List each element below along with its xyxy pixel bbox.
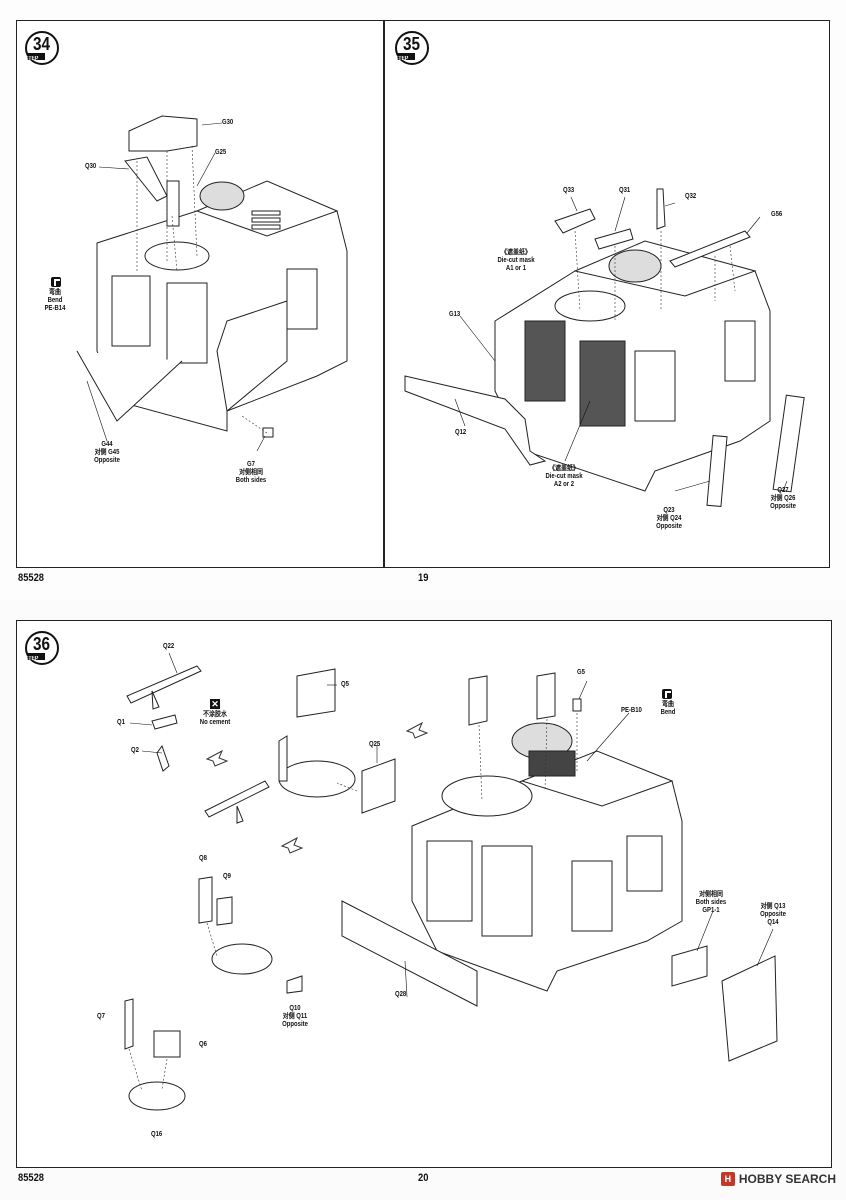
part-label-q27: Q27 [777,487,789,494]
hobby-search-watermark: H HOBBY SEARCH [720,1172,836,1186]
page-code: 85528 [18,1172,45,1184]
bend-en: Bend [47,297,63,304]
part-label-q7: Q7 [97,1013,105,1020]
instruction-page-19: 34 STEP [16,20,830,584]
mask2-cn: 《遮盖纸》 [549,465,579,472]
step-35-number: 35 [403,34,421,54]
mask-note-2: 《遮盖纸》 Die-cut mask A2 or 2 [539,465,588,489]
q13-note: 对侧 Q13 Opposite Q14 [754,903,791,927]
step-36-panel: 36 STEP [16,620,832,1168]
hobby-search-logo-icon: H [720,1172,735,1186]
instruction-page-20: 36 STEP [0,600,846,1200]
opposite-text: Opposite [94,457,120,464]
step-36-word: STEP [25,656,39,662]
part-label-q9: Q9 [223,873,231,880]
part-label-q25: Q25 [369,741,381,748]
part-label-g44: G44 [101,441,113,448]
gp1-note: 对侧相同 Both sides GP1-1 [692,891,729,915]
bend-cn: 弯曲 [662,701,674,708]
bend-icon [662,689,672,699]
part-label-q2: Q2 [131,747,139,754]
part-label-q8: Q8 [199,855,207,862]
mask2-code: A2 or 2 [553,481,575,488]
part-label-q11: 对侧 Q11 [282,1013,308,1020]
page-number: 19 [418,572,429,584]
opposite-text: Opposite [656,523,682,530]
part-label-q14: Q14 [767,919,779,926]
part-label-g30: G30 [222,119,234,126]
no-cement-cn: 不涂胶水 [203,711,227,718]
both-sides-cn: 对侧相同 [699,891,723,898]
part-label-q32: Q32 [685,193,697,200]
step-35-badge [395,31,429,65]
part-label-pe-b10: PE-B10 [621,707,642,714]
part-label-q22: Q22 [163,643,175,650]
step-34-word: STEP [25,56,39,62]
bend-en: Bend [660,709,676,716]
part-label-g13: G13 [449,311,461,318]
step-34-assembly-drawing [76,115,348,452]
part-label-pe-b14: PE-B14 [44,305,66,312]
mask2-en: Die-cut mask [545,473,583,480]
part-label-g56: G56 [771,211,783,218]
part-label-g5: G5 [577,669,585,676]
step-36-badge [25,631,59,665]
part-label-q30: Q30 [85,163,97,170]
opposite-text: Opposite [282,1021,308,1028]
q10-note: Q10 对侧 Q11 Opposite [278,1005,312,1029]
step-35-assembly-drawing [404,188,805,508]
part-label-gp1-1: GP1-1 [702,907,720,914]
step-36-number: 36 [33,634,51,654]
part-label-q26: 对侧 Q26 [770,495,796,502]
bend-note: 弯曲 Bend [655,701,681,717]
part-label-q31: Q31 [619,187,631,194]
g44-note: G44 对侧 G45 Opposite [88,441,125,465]
part-label-q16: Q16 [151,1131,163,1138]
part-label-q6: Q6 [199,1041,207,1048]
part-label-q5: Q5 [341,681,349,688]
part-label-g25: G25 [215,149,227,156]
opposite-text: Opposite [770,503,796,510]
part-label-q1: Q1 [117,719,125,726]
bend-cn: 弯曲 [49,289,61,296]
both-sides-en: Both sides [695,899,727,906]
part-label-q12: Q12 [455,429,467,436]
page-code: 85528 [18,572,45,584]
page-number: 20 [418,1172,429,1184]
mask-note-1: 《遮盖纸》 Die-cut mask A1 or 1 [491,249,540,273]
no-cement-note: 不涂胶水 No cement [198,711,232,727]
watermark-text: HOBBY SEARCH [738,1172,836,1186]
mask1-code: A1 or 1 [505,265,527,272]
step-34-number: 34 [33,34,51,54]
bend-note: 弯曲 Bend PE-B14 [40,289,71,313]
step-35-word: STEP [395,56,409,62]
no-cement-icon: ✕ [210,699,220,709]
both-sides-cn: 对侧相同 [239,469,263,476]
q27-note: Q27 对侧 Q26 Opposite [764,487,801,511]
step-34-badge [25,31,59,65]
step-35-panel: 35 STEP [384,20,830,568]
step-34-panel: 34 STEP [16,20,384,568]
no-cement-en: No cement [199,719,231,726]
part-label-q23: Q23 [663,507,675,514]
both-sides-en: Both sides [235,477,267,484]
bend-icon [51,277,61,287]
part-label-q33: Q33 [563,187,575,194]
part-label-g7: G7 [247,461,255,468]
part-label-q28: Q28 [395,991,407,998]
g7-note: G7 对侧相同 Both sides [232,461,269,485]
mask1-en: Die-cut mask [497,257,535,264]
part-label-g45: 对侧 G45 [94,449,120,456]
part-label-q24: 对侧 Q24 [656,515,682,522]
step-36-assembly-drawing [124,652,778,1111]
q23-note: Q23 对侧 Q24 Opposite [650,507,687,531]
opposite-text: Opposite [760,911,786,918]
part-label-q13: 对侧 Q13 [760,903,786,910]
part-label-q10: Q10 [289,1005,301,1012]
mask1-cn: 《遮盖纸》 [501,249,531,256]
